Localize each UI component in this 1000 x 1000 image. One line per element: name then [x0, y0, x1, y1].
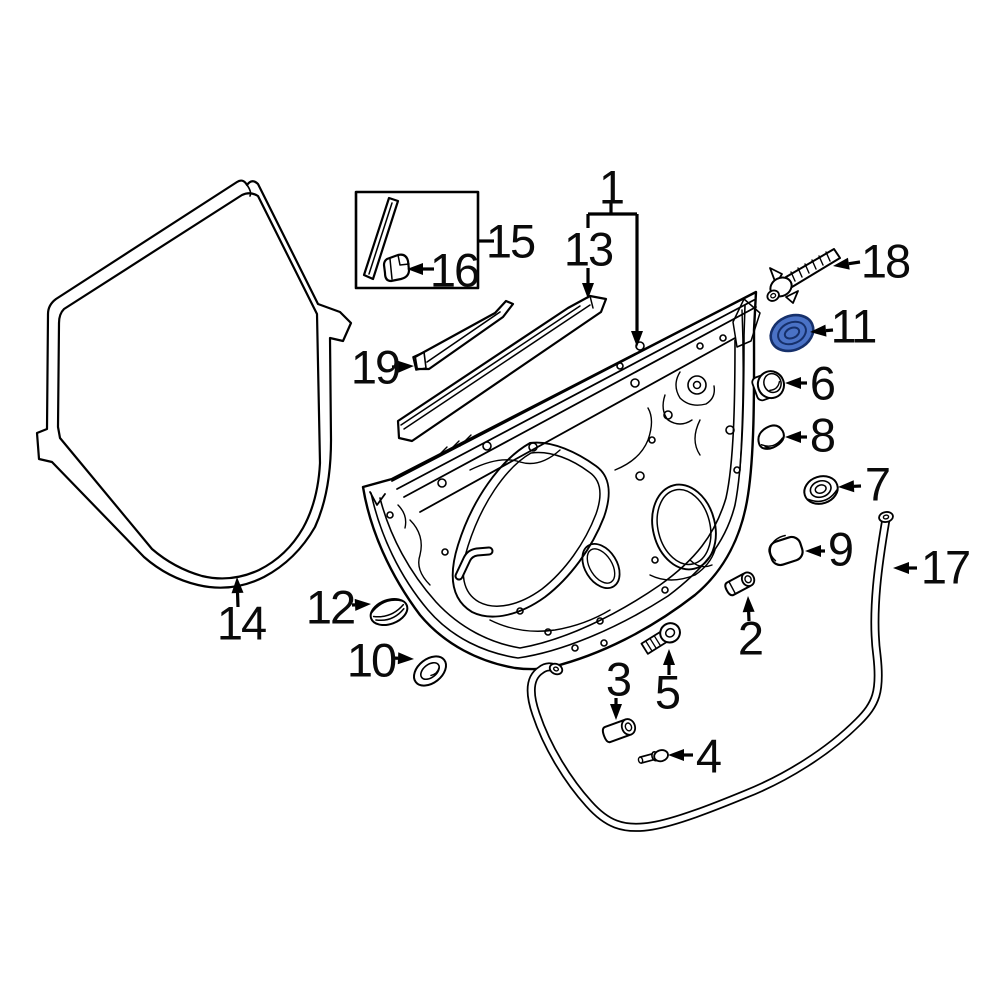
check-strap-shape	[454, 546, 494, 581]
callout-17	[893, 562, 917, 574]
belt-strip-19-shape	[412, 299, 515, 371]
part-label-5: 5	[654, 665, 681, 719]
part-label-3: 3	[605, 652, 632, 706]
door-panel-shape	[361, 290, 761, 671]
part-label-18: 18	[860, 234, 911, 288]
plug-6-shape	[751, 370, 785, 402]
callout-12	[351, 598, 371, 611]
callout-6	[785, 377, 807, 389]
callout-3	[610, 698, 622, 720]
callout-11	[810, 324, 834, 337]
callout-4	[668, 749, 693, 761]
grommet-7-shape	[803, 475, 839, 505]
cap-12-shape	[369, 597, 409, 627]
part-label-4: 4	[695, 729, 722, 783]
bolt-18-shape	[766, 248, 841, 304]
callout-14	[231, 577, 244, 608]
belt-molding-13-shape	[396, 294, 608, 443]
applique-strip-15-shape	[362, 196, 400, 281]
callout-lines	[231, 202, 917, 761]
part-label-16: 16	[429, 243, 480, 297]
callout-arrowhead-icon	[397, 652, 414, 665]
bushing-3-shape	[601, 718, 637, 744]
ring-10-shape	[413, 655, 447, 687]
cover-9-shape	[768, 534, 804, 567]
callout-arrowhead-icon	[582, 283, 594, 299]
callout-2	[742, 596, 755, 622]
part-label-14: 14	[216, 596, 267, 650]
part-label-1: 1	[598, 160, 625, 214]
part-label-2: 2	[737, 611, 764, 665]
callout-arrowhead-icon	[785, 377, 801, 389]
callout-arrowhead-icon	[407, 263, 423, 275]
door-seal-shape	[35, 179, 353, 589]
callout-arrowhead-icon	[833, 257, 850, 270]
callout-arrowhead-icon	[397, 360, 414, 373]
callout-5	[663, 649, 675, 675]
callout-arrowhead-icon	[893, 562, 909, 574]
callout-8	[785, 431, 807, 443]
part-label-13: 13	[563, 222, 614, 276]
callout-arrowhead-icon	[668, 749, 684, 761]
callout-arrowhead-icon	[805, 545, 821, 557]
part-label-15: 15	[485, 214, 536, 268]
part-label-10: 10	[346, 633, 397, 687]
callout-9	[805, 545, 825, 557]
screw-5-shape	[640, 622, 681, 655]
callout-7	[838, 480, 862, 493]
part-label-11: 11	[830, 299, 878, 353]
callout-arrowhead-icon	[631, 331, 643, 347]
callout-arrowhead-icon	[810, 324, 827, 337]
callout-arrowhead-icon	[742, 596, 755, 613]
bushing-2-shape	[724, 571, 756, 597]
callout-10	[391, 652, 414, 665]
part-label-17: 17	[920, 540, 971, 594]
rivet-4-shape	[637, 749, 669, 764]
callout-arrowhead-icon	[838, 480, 855, 493]
callout-arrowhead-icon	[610, 704, 622, 720]
part-label-8: 8	[809, 408, 836, 462]
seal-tube-17-shape	[526, 511, 894, 832]
part-label-6: 6	[809, 356, 836, 410]
callout-16	[407, 263, 434, 275]
callout-13	[582, 268, 594, 299]
part-label-12: 12	[305, 580, 356, 634]
callout-arrowhead-icon	[663, 649, 675, 665]
grommet-11-shape-highlighted	[769, 313, 815, 353]
part-label-7: 7	[864, 457, 891, 511]
callout-19	[391, 360, 414, 373]
part-label-19: 19	[350, 340, 401, 394]
part-label-9: 9	[827, 522, 854, 576]
callout-arrowhead-icon	[231, 577, 244, 594]
cap-8-shape	[757, 424, 785, 450]
callout-arrowhead-icon	[785, 431, 801, 443]
callout-18	[833, 257, 861, 270]
clip-16-shape	[382, 253, 411, 283]
callout-1	[586, 202, 643, 347]
callout-arrowhead-icon	[354, 598, 371, 611]
